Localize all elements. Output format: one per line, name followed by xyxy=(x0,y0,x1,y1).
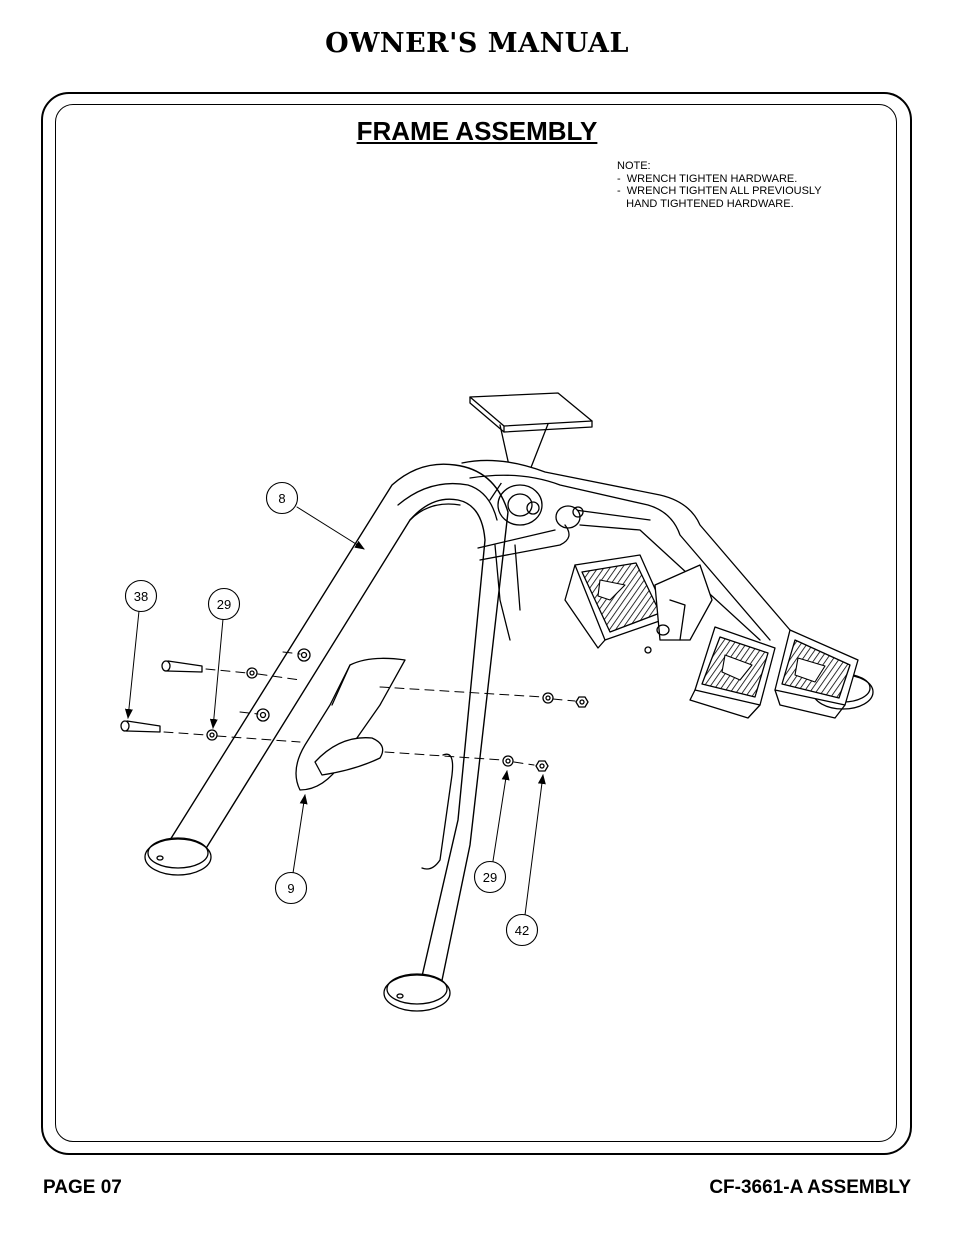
callout-label: 29 xyxy=(483,870,497,885)
page-frame-inner xyxy=(55,104,897,1142)
callout-label: 42 xyxy=(515,923,529,938)
rear-strut xyxy=(494,544,521,641)
washer-lower-right-part-29 xyxy=(502,755,514,767)
callout-label: 29 xyxy=(217,597,231,612)
bolt-lower-part-38 xyxy=(120,720,161,733)
seat-bracket-part-9 xyxy=(295,657,406,791)
callout-label: 8 xyxy=(278,491,285,506)
washer-upper-right xyxy=(542,692,554,704)
note-line: - WRENCH TIGHTEN HARDWARE. xyxy=(617,172,798,185)
callout-8: 8 xyxy=(265,481,299,515)
washer-lower-left-part-29 xyxy=(206,729,218,741)
note-line: - WRENCH TIGHTEN ALL PREVIOUSLY xyxy=(617,185,822,197)
nut-lower-right-part-42 xyxy=(535,760,549,772)
callout-label: 38 xyxy=(134,589,148,604)
pedal-pivot-bracket xyxy=(644,564,713,654)
seat-mount-plate xyxy=(469,392,593,433)
bolt-upper xyxy=(161,660,203,673)
foot-pedal-left xyxy=(564,554,669,649)
callout-38: 38 xyxy=(124,579,158,613)
callout-leaders xyxy=(124,506,546,916)
page-number: PAGE 07 xyxy=(43,1177,122,1198)
section-title: FRAME ASSEMBLY xyxy=(356,116,598,146)
pivot-hub xyxy=(497,484,584,529)
note-line: HAND TIGHTENED HARDWARE. xyxy=(617,197,794,210)
manual-title: OWNER'S MANUAL xyxy=(325,28,629,59)
assembly-note: NOTE: - WRENCH TIGHTEN HARDWARE. - WRENC… xyxy=(617,160,822,210)
callout-29-lower: 29 xyxy=(473,860,507,894)
callout-label: 9 xyxy=(287,881,294,896)
floor-pad-front xyxy=(383,973,451,1012)
page-frame-outer xyxy=(41,92,912,1155)
callout-29-upper: 29 xyxy=(207,587,241,621)
floor-pad-left xyxy=(144,837,212,876)
washer-upper-left xyxy=(246,667,258,679)
spacer-upper xyxy=(297,648,311,662)
callout-9: 9 xyxy=(274,871,308,905)
foot-pedal-right xyxy=(774,629,859,719)
leg-plate xyxy=(421,753,454,870)
spacer-lower xyxy=(256,708,270,722)
nut-upper-right xyxy=(575,696,589,708)
main-u-frame-part-8 xyxy=(164,463,570,991)
assembly-axis-lines xyxy=(163,651,576,766)
note-label: NOTE: xyxy=(617,160,651,172)
model-assembly-label: CF-3661-A ASSEMBLY xyxy=(709,1177,911,1198)
foot-pedal-center xyxy=(689,626,776,719)
callout-42: 42 xyxy=(505,913,539,947)
